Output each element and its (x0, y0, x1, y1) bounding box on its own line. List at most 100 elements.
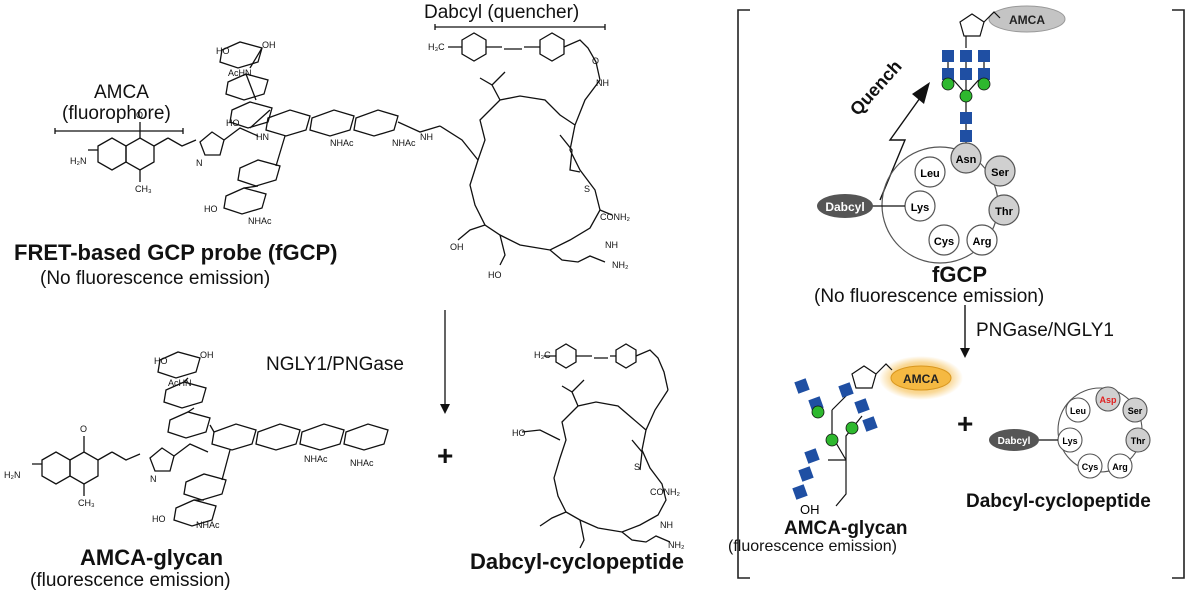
glcnac-square (942, 68, 954, 80)
atom-n-triazole-top: N (196, 158, 203, 168)
residue-leu-bottom-label: Leu (1070, 406, 1086, 416)
atom-ch3-top: CH₃ (135, 184, 152, 194)
atom-h3c-bottom: H₃C (534, 350, 551, 360)
residue-arg-top (966, 224, 998, 256)
residue-cys-bottom (1077, 453, 1103, 479)
peptide-ring-top (881, 146, 999, 264)
reaction-arrowhead-left (440, 404, 450, 414)
residue-thr-top (988, 194, 1020, 226)
atom-h2n-bottom: H₂N (4, 470, 21, 480)
mannose-circle (977, 77, 991, 91)
atom-nh-guan-bottom: NH (660, 520, 673, 530)
fluorophore-label: (fluorophore) (62, 103, 171, 124)
dabcyl-cyclopeptide-title-left: Dabcyl-cyclopeptide (470, 549, 684, 574)
residue-leu-bottom (1065, 397, 1091, 423)
amca-glycan-title-right: AMCA-glycan (784, 518, 908, 539)
mannose-circle (845, 421, 859, 435)
atom-conh2-top: CONH₂ (600, 212, 630, 222)
triazole-icon-top (959, 13, 985, 37)
atom-nhac-bottom-3: NHAc (196, 520, 220, 530)
fgcp-subtitle: (No fluorescence emission) (814, 286, 1045, 307)
atom-oh-top-1: OH (262, 40, 276, 50)
residue-asp-label: Asp (1099, 395, 1117, 405)
residue-lys-bottom (1057, 427, 1083, 453)
reaction-arrowhead-right (960, 348, 970, 358)
atom-achn-top: AcHN (228, 68, 252, 78)
atom-o-dabcyl-top: O (592, 56, 599, 66)
residue-cys-top (928, 224, 960, 256)
glcnac-square (978, 68, 990, 80)
atom-nhac-top-1: NHAc (330, 138, 354, 148)
glcnac-square (854, 398, 870, 414)
atom-o-bottom: O (80, 424, 87, 434)
plus-sign-left: + (437, 440, 454, 471)
amca-tag-top-label: AMCA (1009, 13, 1045, 27)
atom-conh2-bottom: CONH₂ (650, 487, 680, 497)
cyclopeptide-top (439, 71, 613, 266)
dabcyl-structure-top (448, 32, 601, 81)
amca-glycan-title-left: AMCA-glycan (80, 545, 224, 570)
dabcyl-structure-bottom (544, 343, 669, 391)
residue-ser-top-label: Ser (991, 167, 1009, 179)
glcnac-square (838, 382, 854, 398)
amca-glycan-subtitle-left: (fluorescence emission) (30, 570, 231, 591)
atom-nh-top-1: NH (420, 132, 433, 142)
enzyme-label-left: NGLY1/PNGase (266, 354, 404, 375)
residue-cys-top-label: Cys (934, 236, 954, 248)
atom-achn-bottom: AcHN (168, 378, 192, 388)
residue-arg-top-label: Arg (973, 236, 992, 248)
atom-nh2-guan-top: NH₂ (612, 260, 629, 270)
mannose-circle (811, 405, 825, 419)
quench-arrowhead (912, 82, 930, 104)
dabcyl-tag-top-label: Dabcyl (825, 200, 864, 214)
atom-nhac-bottom-2: NHAc (350, 458, 374, 468)
triazole-top (199, 131, 225, 156)
glycan-chairs-top (219, 41, 399, 215)
amca-glow (879, 356, 963, 400)
atom-nh-dabcyl-top: NH (596, 78, 609, 88)
residue-lys-top-label: Lys (911, 202, 930, 214)
atom-nhac-top-3: NHAc (248, 216, 272, 226)
cyclopeptide-bottom (521, 379, 671, 549)
amca-tag-bottom (890, 365, 952, 391)
atom-ch3-bottom: CH₃ (78, 498, 95, 508)
atom-ho-bottom-2: HO (152, 514, 166, 524)
glcnac-square (978, 50, 990, 62)
atom-ho-top-3: HO (204, 204, 218, 214)
residue-lys-bottom-label: Lys (1062, 436, 1077, 446)
probe-title: FRET-based GCP probe (fGCP) (14, 240, 338, 265)
atom-ho-top-2: HO (226, 118, 240, 128)
residue-leu-top (914, 156, 946, 188)
glcnac-square (804, 448, 820, 464)
atom-oh-pep-top: OH (450, 242, 464, 252)
structures-drawing: H₂N CH₃ O N AcHN HO OH HO HN NHAc NHAc N… (4, 24, 685, 550)
atom-o-top: O (136, 110, 143, 120)
quench-bolt (879, 97, 921, 201)
peptide-ring-bottom (1057, 387, 1143, 473)
residue-lys-top (904, 190, 936, 222)
mannose-circle (941, 77, 955, 91)
mannose-circle (825, 433, 839, 447)
residue-thr-bottom-label: Thr (1131, 436, 1146, 446)
glcnac-square (794, 378, 810, 394)
atom-nhac-top-2: NHAc (392, 138, 416, 148)
glcnac-square (960, 68, 972, 80)
residue-asp (1095, 386, 1121, 412)
glcnac-square (960, 50, 972, 62)
atom-h3c-top: H₃C (428, 42, 445, 52)
amca-label: AMCA (94, 82, 149, 103)
plus-sign-right: + (957, 408, 974, 439)
atom-s-top: S (584, 184, 590, 194)
residue-asn-label: Asn (956, 154, 977, 166)
residue-ser-top (984, 155, 1016, 187)
atom-ho-pep-bottom: HO (512, 428, 526, 438)
quench-label: Quench (846, 56, 906, 120)
residue-arg-bottom-label: Arg (1112, 462, 1128, 472)
left-bracket (737, 9, 750, 579)
atom-oh-bottom-1: OH (200, 350, 214, 360)
residue-thr-top-label: Thr (995, 206, 1013, 218)
dabcyl-bracket (434, 24, 606, 30)
dabcyl-cyclopeptide-title-right: Dabcyl-cyclopeptide (966, 491, 1151, 512)
probe-subtitle: (No fluorescence emission) (40, 268, 271, 289)
right-bracket (1172, 9, 1185, 579)
